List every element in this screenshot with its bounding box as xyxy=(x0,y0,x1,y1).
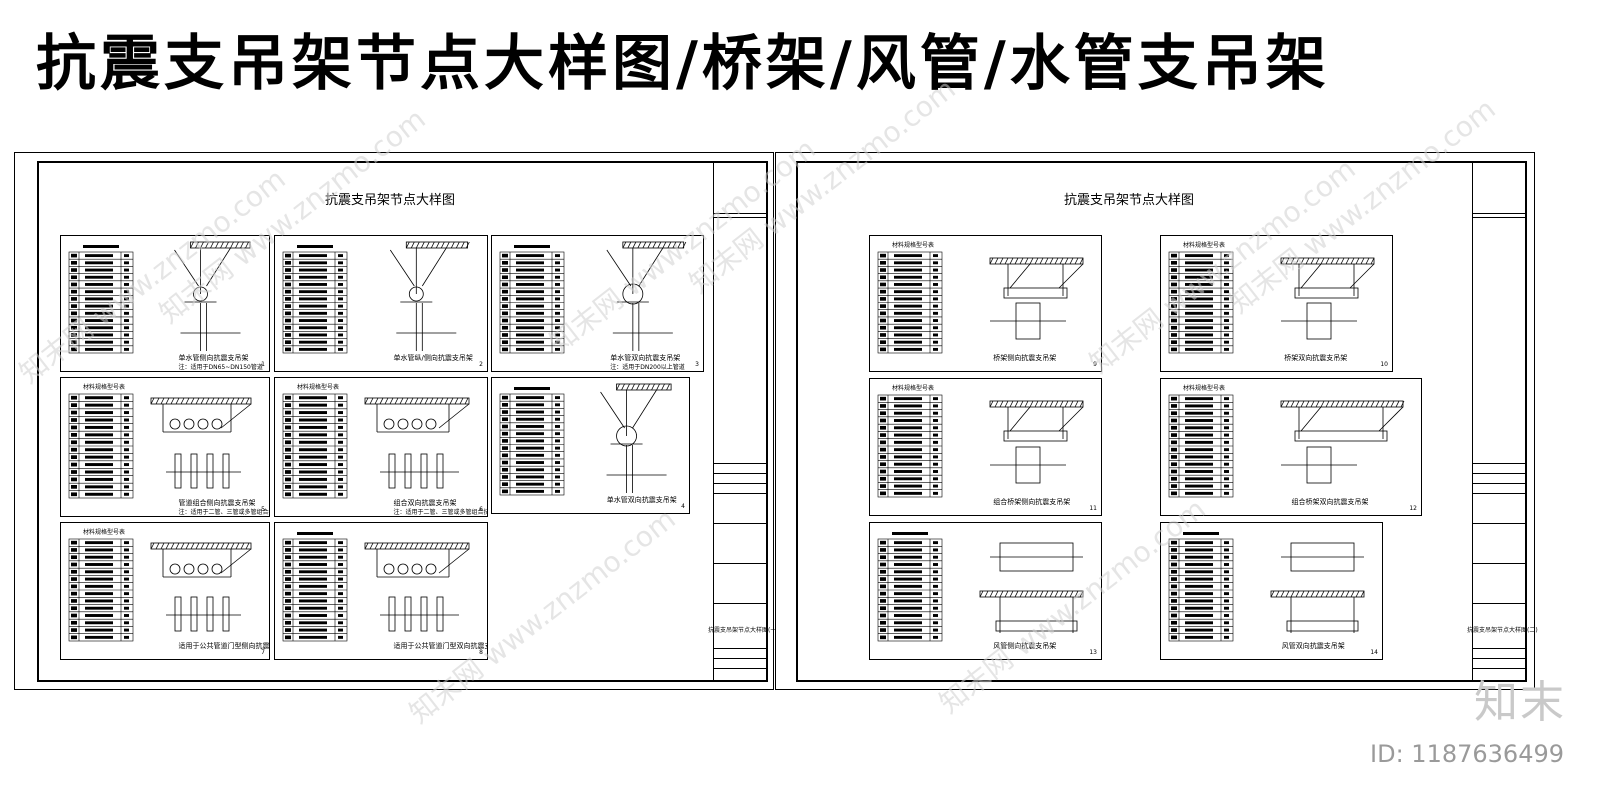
detail-note: 注：适用于DN65~DN150管道 xyxy=(178,364,263,371)
detail-caption: 组合双向抗震支吊架 xyxy=(393,499,457,507)
sheet-left-titleblock: 抗震支吊架节点大样图(一) xyxy=(708,163,779,680)
detail-number: 7 xyxy=(261,649,265,656)
detail-drawing xyxy=(1168,394,1405,498)
detail-number: 6 xyxy=(479,506,483,513)
detail-drawing xyxy=(877,532,1084,642)
detail-number: 12 xyxy=(1409,505,1417,512)
detail-drawing xyxy=(68,538,252,642)
material-table-heading: 材料规格型号表 xyxy=(83,529,126,536)
sheet-left-titleblock-label: 抗震支吊架节点大样图(一) xyxy=(708,627,779,634)
detail-drawing xyxy=(282,532,470,642)
detail-number: 5 xyxy=(261,506,265,513)
detail-number: 2 xyxy=(479,361,483,368)
sheet-right-border xyxy=(796,161,1527,682)
detail-panel: 风管双向抗震支吊架 14 xyxy=(1160,522,1383,660)
detail-number: 4 xyxy=(681,503,685,510)
detail-panel: 组合桥架双向抗震支吊架 12 材料规格型号表 xyxy=(1160,378,1422,516)
detail-drawing xyxy=(282,393,470,499)
detail-number: 9 xyxy=(1093,361,1097,368)
detail-drawing xyxy=(877,394,1084,498)
detail-number: 8 xyxy=(479,649,483,656)
material-table-heading: 材料规格型号表 xyxy=(1183,242,1226,249)
detail-number: 14 xyxy=(1370,649,1378,656)
detail-caption: 管道组合侧向抗震支吊架 xyxy=(178,499,256,507)
detail-caption: 桥架双向抗震支吊架 xyxy=(1284,354,1348,362)
detail-panel: 风管侧向抗震支吊架 13 xyxy=(869,522,1102,660)
main-title: 抗震支吊架节点大样图/桥架/风管/水管支吊架 xyxy=(36,29,1330,99)
detail-panel: 桥架双向抗震支吊架 10 材料规格型号表 xyxy=(1160,235,1393,372)
detail-panel: 适用于公共管道门型双向抗震支吊架8 xyxy=(274,522,488,660)
detail-note: 注：适用于二管、三管或多管组合抗震支吊架 xyxy=(178,509,270,516)
detail-caption: 适用于公共管道门型侧向抗震支吊架 xyxy=(178,642,270,650)
detail-note: 注：适用于DN200以上管道 xyxy=(610,364,685,371)
detail-caption: 组合桥架侧向抗震支吊架 xyxy=(993,498,1071,506)
detail-caption: 单水管双向抗震支吊架 xyxy=(610,354,681,362)
detail-caption: 适用于公共管道门型双向抗震支吊架 xyxy=(393,642,488,650)
detail-note: 注：适用于二管、三管或多管组合抗震支吊架 xyxy=(393,509,488,516)
brand-logo: 知末 xyxy=(1474,677,1566,728)
detail-panel: 单水管纵/侧向抗震支吊架 2 xyxy=(274,235,488,372)
detail-number: 11 xyxy=(1089,505,1097,512)
detail-caption: 组合桥架双向抗震支吊架 xyxy=(1291,498,1369,506)
sheet-left-border xyxy=(37,161,768,682)
sheet-left-title: 抗震支吊架节点大样图 xyxy=(324,193,455,208)
detail-drawing xyxy=(499,241,687,354)
detail-number: 13 xyxy=(1089,649,1097,656)
sheet-right-titleblock: 抗震支吊架节点大样图(二) xyxy=(1467,163,1538,680)
material-table-heading: 材料规格型号表 xyxy=(892,242,935,249)
sheet-right-titleblock-label: 抗震支吊架节点大样图(二) xyxy=(1467,627,1538,634)
detail-number: 10 xyxy=(1380,361,1388,368)
detail-drawing xyxy=(68,393,252,499)
detail-panel: 桥架侧向抗震支吊架 9 材料规格型号表 xyxy=(869,235,1102,372)
material-table-heading: 材料规格型号表 xyxy=(297,384,340,391)
detail-caption: 单水管双向抗震支吊架 xyxy=(606,496,677,504)
asset-id: ID: 1187636499 xyxy=(1370,740,1564,768)
material-table-heading: 材料规格型号表 xyxy=(83,384,126,391)
detail-number: 1 xyxy=(261,361,265,368)
detail-panel: 单水管双向抗震支吊架 4 xyxy=(491,377,690,514)
material-table-heading: 材料规格型号表 xyxy=(892,385,935,392)
detail-number: 3 xyxy=(695,361,699,368)
detail-drawing xyxy=(282,241,470,354)
detail-caption: 单水管侧向抗震支吊架 xyxy=(178,354,249,362)
detail-panel: 单水管双向抗震支吊架注：适用于DN200以上管道 3 xyxy=(491,235,704,372)
detail-panel: 适用于公共管道门型侧向抗震支吊架7 材料规格型号表 xyxy=(60,522,270,660)
detail-caption: 桥架侧向抗震支吊架 xyxy=(993,354,1057,362)
detail-drawing xyxy=(1168,532,1365,642)
detail-caption: 风管侧向抗震支吊架 xyxy=(993,642,1057,650)
sheet-right-title: 抗震支吊架节点大样图 xyxy=(1063,193,1194,208)
detail-caption: 风管双向抗震支吊架 xyxy=(1281,642,1345,650)
detail-drawing xyxy=(68,241,251,354)
detail-drawing xyxy=(499,383,672,496)
detail-drawing xyxy=(1168,251,1375,354)
material-table-heading: 材料规格型号表 xyxy=(1183,385,1226,392)
detail-panel: 组合桥架侧向抗震支吊架 11 材料规格型号表 xyxy=(869,378,1102,516)
detail-drawing xyxy=(877,251,1084,354)
detail-caption: 单水管纵/侧向抗震支吊架 xyxy=(393,354,473,362)
